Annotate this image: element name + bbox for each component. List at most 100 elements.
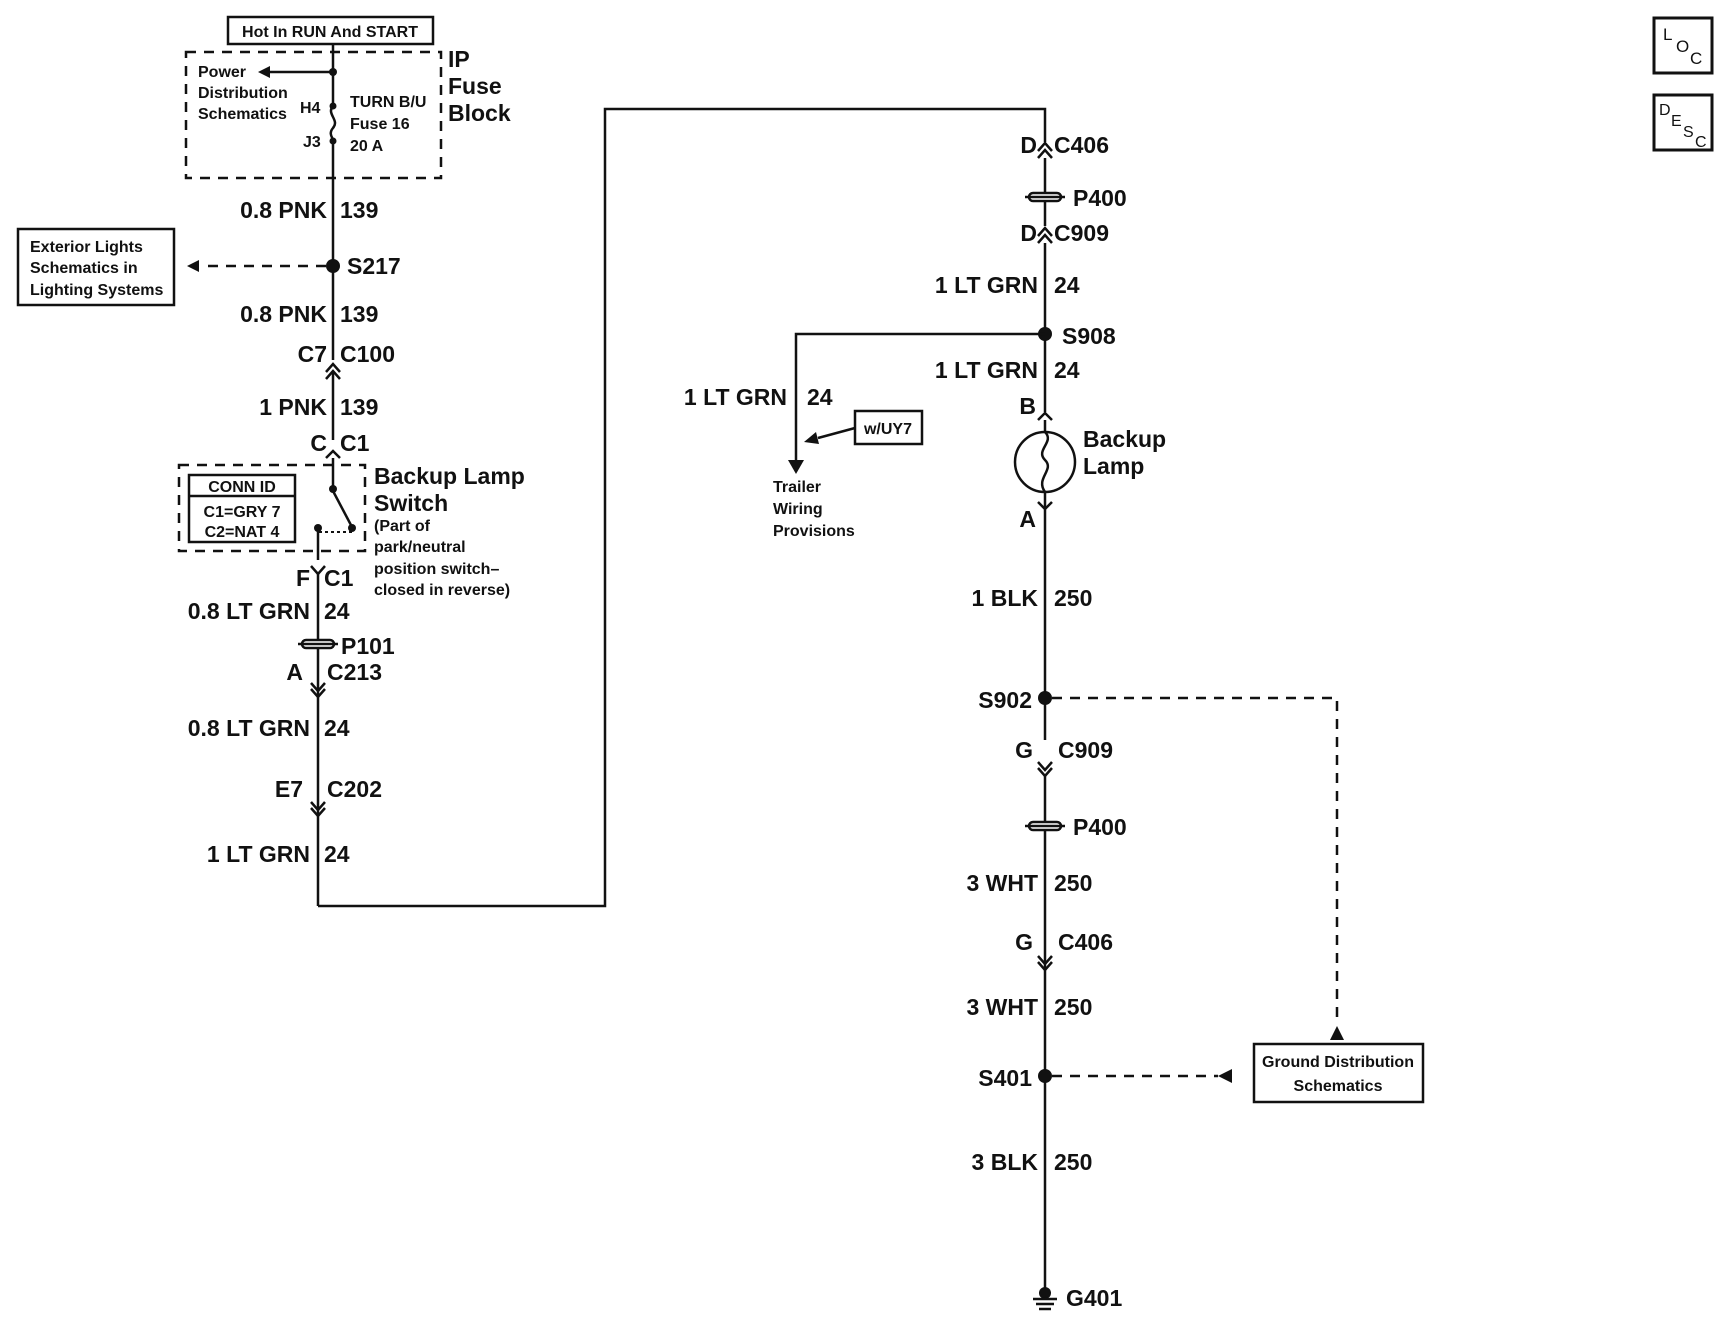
p400-top-label: P400	[1073, 185, 1127, 211]
switch-bottom-connector-icon	[310, 565, 326, 576]
p101-label: P101	[341, 633, 395, 659]
splice-s902: S902	[978, 687, 1032, 713]
s401-ground-ref-arrow	[1218, 1069, 1232, 1083]
right-w4-gauge: 3 WHT	[966, 870, 1038, 896]
option-pointer-line	[817, 426, 856, 440]
branch-gauge: 1 LT GRN	[684, 384, 787, 410]
conn-id-c2: C2=NAT 4	[205, 524, 280, 541]
right-w6-num: 250	[1054, 1149, 1092, 1175]
left-w3-num: 139	[340, 394, 378, 420]
conn-id-c1: C1=GRY 7	[204, 504, 281, 521]
c909-top-label: C909	[1054, 220, 1109, 246]
desc-button[interactable]: D E S C	[1652, 93, 1714, 152]
right-w3-num: 250	[1054, 585, 1092, 611]
ground-dot	[1039, 1287, 1051, 1299]
lamp-filament-icon	[1040, 431, 1050, 493]
lamp-pin-top: B	[1019, 393, 1036, 419]
c909-bottom-connector-icon	[1037, 761, 1053, 778]
c406-top-label: C406	[1054, 132, 1109, 158]
loc-letter-c: C	[1690, 49, 1702, 68]
loc-button[interactable]: L O C	[1652, 16, 1714, 75]
fuse-label-1: TURN B/U	[350, 94, 426, 111]
conn-id-box	[187, 473, 297, 544]
right-w1-gauge: 1 LT GRN	[935, 272, 1038, 298]
trailer-ref-2: Wiring	[773, 501, 823, 518]
switch-top-pin: C	[310, 430, 327, 456]
right-w2-gauge: 1 LT GRN	[935, 357, 1038, 383]
fuse-label-3: 20 A	[350, 138, 384, 155]
left-w5-num: 24	[324, 715, 350, 741]
fuse-label-2: Fuse 16	[350, 116, 410, 133]
option-pointer-arrow	[804, 432, 819, 444]
backup-lamp-icon	[1013, 430, 1077, 494]
right-w5-num: 250	[1054, 994, 1092, 1020]
ground-ref-1: Ground Distribution	[1262, 1054, 1414, 1071]
s902-ground-ref-arrow	[1330, 1026, 1344, 1040]
ground-label: G401	[1066, 1285, 1122, 1311]
right-w6-gauge: 3 BLK	[972, 1149, 1039, 1175]
desc-letter-e: E	[1671, 113, 1682, 130]
loc-button-frame[interactable]	[1652, 16, 1714, 75]
fuse-pin-top: H4	[300, 100, 321, 117]
splice-s217-dot	[326, 259, 340, 273]
c213-pin: A	[286, 659, 303, 685]
c213-connector-icon	[310, 682, 326, 699]
left-w2-gauge: 0.8 PNK	[240, 301, 327, 327]
lamp-label-1: Backup	[1083, 426, 1166, 452]
left-w1-gauge: 0.8 PNK	[240, 197, 327, 223]
c202-connector-icon	[310, 801, 326, 818]
loc-letter-l: L	[1663, 25, 1672, 44]
loc-letter-o: O	[1676, 37, 1689, 56]
c909-top-pin: D	[1020, 220, 1037, 246]
switch-note-1: (Part of	[374, 518, 431, 535]
lamp-pin-bottom: A	[1019, 506, 1036, 532]
c909-bottom-label: C909	[1058, 737, 1113, 763]
ext-ref-box	[16, 227, 176, 307]
right-w2-num: 24	[1054, 357, 1080, 383]
switch-top-conn: C1	[340, 430, 370, 456]
c406-bottom-connector-icon	[1037, 955, 1053, 972]
c909-bottom-pin: G	[1015, 737, 1033, 763]
switch-bottom-conn: C1	[324, 565, 354, 591]
switch-note-3: position switch–	[374, 561, 499, 578]
switch-contact-bottom	[314, 524, 322, 532]
c100-label: C100	[340, 341, 395, 367]
switch-note-2: park/neutral	[374, 539, 466, 556]
desc-letter-d: D	[1659, 102, 1671, 119]
right-w5-gauge: 3 WHT	[966, 994, 1038, 1020]
right-w1-num: 24	[1054, 272, 1080, 298]
left-w6-gauge: 1 LT GRN	[207, 841, 310, 867]
ground-ref-2: Schematics	[1294, 1078, 1383, 1095]
lamp-top-connector-icon	[1037, 411, 1053, 421]
option-label: w/UY7	[863, 421, 912, 438]
trailer-ref-3: Provisions	[773, 523, 855, 540]
ground-ref-box	[1252, 1042, 1425, 1104]
right-w4-num: 250	[1054, 870, 1092, 896]
power-ref-3: Schematics	[198, 106, 287, 123]
desc-letter-s: S	[1683, 124, 1694, 141]
left-w3-gauge: 1 PNK	[259, 394, 327, 420]
power-ref-1: Power	[198, 64, 246, 81]
bridge-wire	[318, 107, 1047, 908]
c202-pin: E7	[275, 776, 303, 802]
left-w5-gauge: 0.8 LT GRN	[188, 715, 310, 741]
desc-button-frame[interactable]	[1652, 93, 1714, 152]
desc-letter-c: C	[1695, 134, 1707, 151]
c202-label: C202	[327, 776, 382, 802]
splice-s902-dot	[1038, 691, 1052, 705]
hot-label-box	[226, 15, 435, 46]
fuse-pin-bottom: J3	[303, 134, 321, 151]
c406-top-pin: D	[1020, 132, 1037, 158]
c100-connector-icon	[325, 362, 341, 380]
s902-ground-ref-line	[1052, 696, 1339, 1024]
fuse-block-label-3: Block	[448, 100, 511, 126]
power-ref-arrow	[258, 66, 270, 78]
left-w6-num: 24	[324, 841, 350, 867]
c406-bottom-pin: G	[1015, 929, 1033, 955]
splice-s217: S217	[347, 253, 401, 279]
splice-s908: S908	[1062, 323, 1116, 349]
trailer-branch-arrow	[788, 460, 804, 474]
left-w4-gauge: 0.8 LT GRN	[188, 598, 310, 624]
left-w1-num: 139	[340, 197, 378, 223]
